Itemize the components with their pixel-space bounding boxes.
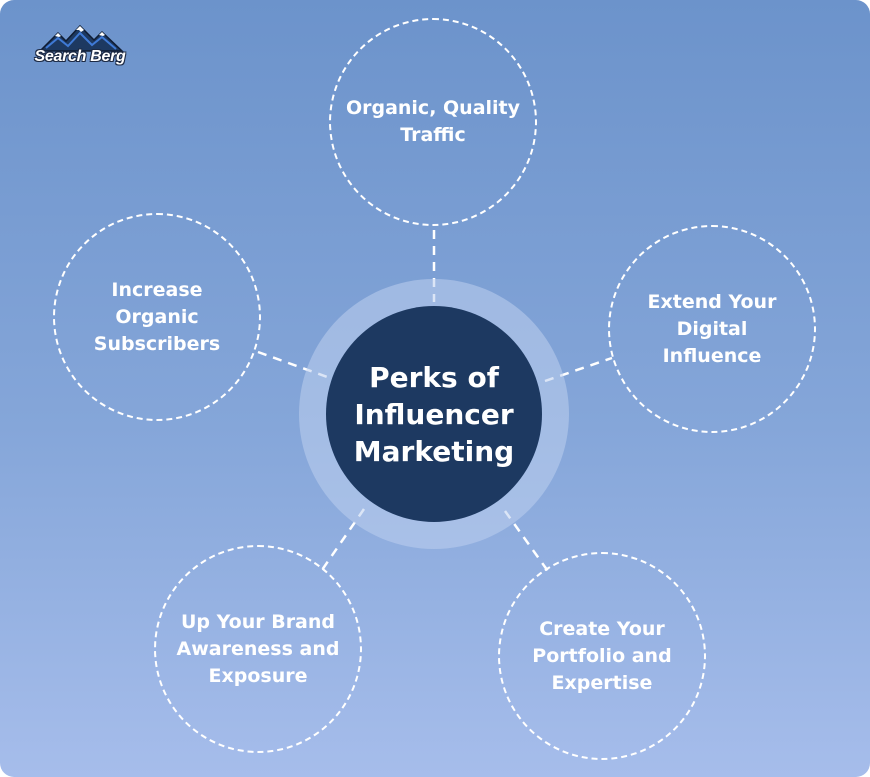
- brand-name: Search Berg: [34, 48, 126, 65]
- connector-left: [257, 350, 331, 380]
- perk-label: Extend Your Digital Influence: [647, 290, 777, 367]
- perk-extend-digital-influence: Extend Your Digital Influence: [608, 225, 816, 433]
- perk-label: Up Your Brand Awareness and Exposure: [176, 610, 340, 687]
- perk-organic-quality-traffic: Organic, Quality Traffic: [329, 18, 537, 226]
- mountain-icon: [38, 24, 124, 52]
- perk-brand-awareness: Up Your Brand Awareness and Exposure: [154, 545, 362, 753]
- perk-portfolio-expertise: Create Your Portfolio and Expertise: [498, 552, 706, 760]
- connector-bottom-right: [503, 510, 552, 575]
- perk-increase-organic-subscribers: Increase Organic Subscribers: [53, 213, 261, 421]
- perk-label: Organic, Quality Traffic: [345, 97, 521, 146]
- connector-bottom-left: [320, 508, 366, 571]
- connector-right: [544, 356, 613, 383]
- center-title: Perks of Influencer Marketing: [353, 360, 515, 468]
- brand-logo: Search Berg: [30, 24, 130, 70]
- perk-label: Create Your Portfolio and Expertise: [532, 617, 672, 694]
- center-hub: Perks of Influencer Marketing: [326, 306, 542, 522]
- perk-label: Increase Organic Subscribers: [93, 278, 221, 355]
